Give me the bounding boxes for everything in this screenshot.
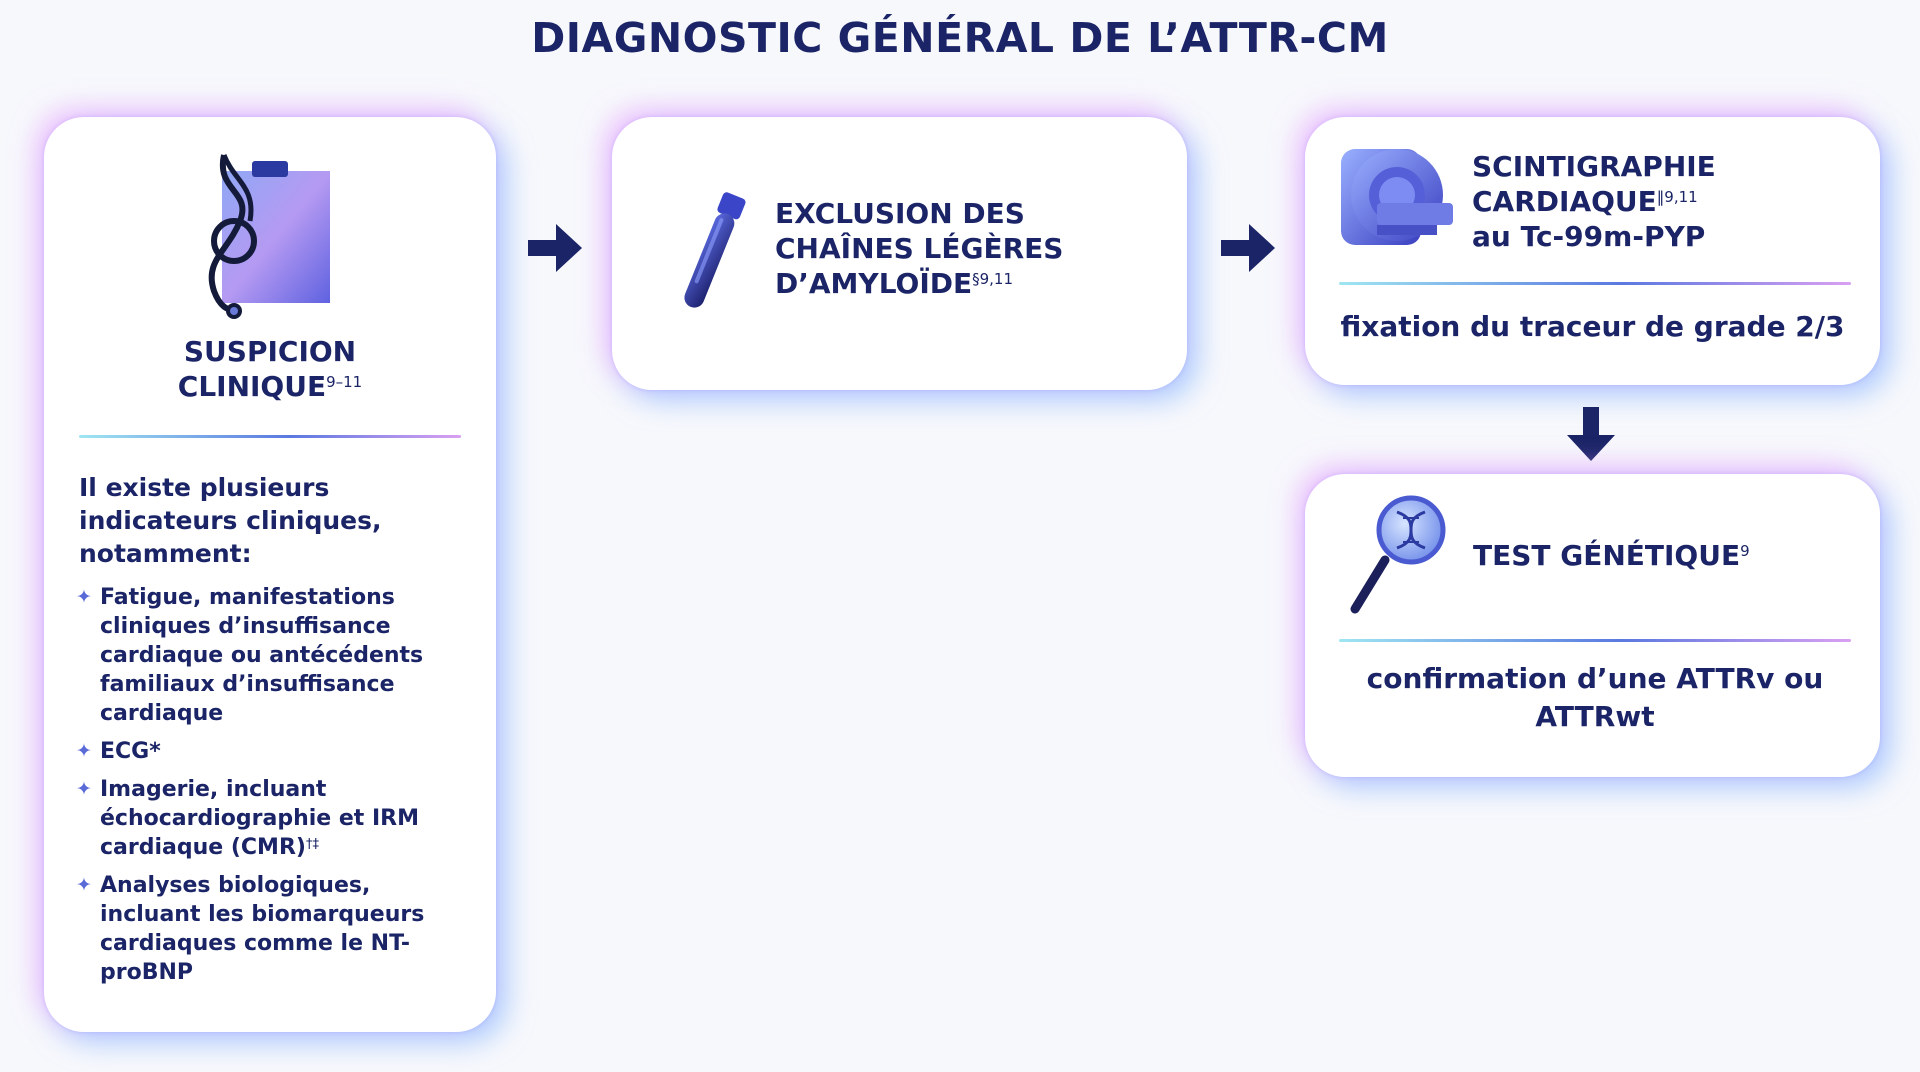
scanner-icon <box>1341 149 1453 245</box>
page-title: DIAGNOSTIC GÉNÉRAL DE L’ATTR-CM <box>531 14 1389 62</box>
list-item: ✦Analyses biologiques, incluant les biom… <box>76 873 425 985</box>
list-item: ✦ECG* <box>76 739 161 764</box>
sparkle-bullet-icon: ✦ <box>76 874 92 896</box>
step-card-genetic-test: TEST GÉNÉTIQUE9 confirmation d’une ATTRv… <box>1305 474 1880 777</box>
arrow-right-icon <box>528 224 582 272</box>
arrow-right-icon <box>1221 224 1275 272</box>
sparkle-bullet-icon: ✦ <box>76 586 92 608</box>
divider <box>1339 282 1851 285</box>
step-result: fixation du traceur de grade 2/3 <box>1340 310 1845 343</box>
list-item: ✦Fatigue, manifestations cliniques d’ins… <box>76 585 424 726</box>
indicator-list: ✦Fatigue, manifestations cliniques d’ins… <box>76 583 476 996</box>
list-item: ✦Imagerie, incluant échocardiographie et… <box>76 777 419 860</box>
step-heading: SUSPICION CLINIQUE9–11 <box>177 335 363 403</box>
test-tube-icon <box>684 192 746 308</box>
step-heading: EXCLUSION DES CHAÎNES LÉGÈRES D’AMYLOÏDE… <box>775 197 1064 300</box>
step-card-light-chain-exclusion: EXCLUSION DES CHAÎNES LÉGÈRES D’AMYLOÏDE… <box>612 117 1187 390</box>
divider <box>1339 639 1851 642</box>
step-heading: TEST GÉNÉTIQUE9 <box>1473 539 1750 572</box>
intro-text: Il existe plusieurs indicateurs clinique… <box>79 473 382 568</box>
step-result: confirmation d’une ATTRv ou ATTRwt <box>1366 662 1824 733</box>
step-heading: SCINTIGRAPHIE CARDIAQUE‖9,11 au Tc-99m-P… <box>1472 150 1716 253</box>
step-card-clinical-suspicion: SUSPICION CLINIQUE9–11 Il existe plusieu… <box>44 117 496 1032</box>
magnifier-dna-icon <box>1350 495 1446 614</box>
divider <box>79 435 461 438</box>
sparkle-bullet-icon: ✦ <box>76 778 92 800</box>
sparkle-bullet-icon: ✦ <box>76 740 92 762</box>
clipboard-stethoscope-icon <box>208 154 330 319</box>
step-card-cardiac-scintigraphy: SCINTIGRAPHIE CARDIAQUE‖9,11 au Tc-99m-P… <box>1305 117 1880 385</box>
arrow-down-icon <box>1567 407 1615 461</box>
